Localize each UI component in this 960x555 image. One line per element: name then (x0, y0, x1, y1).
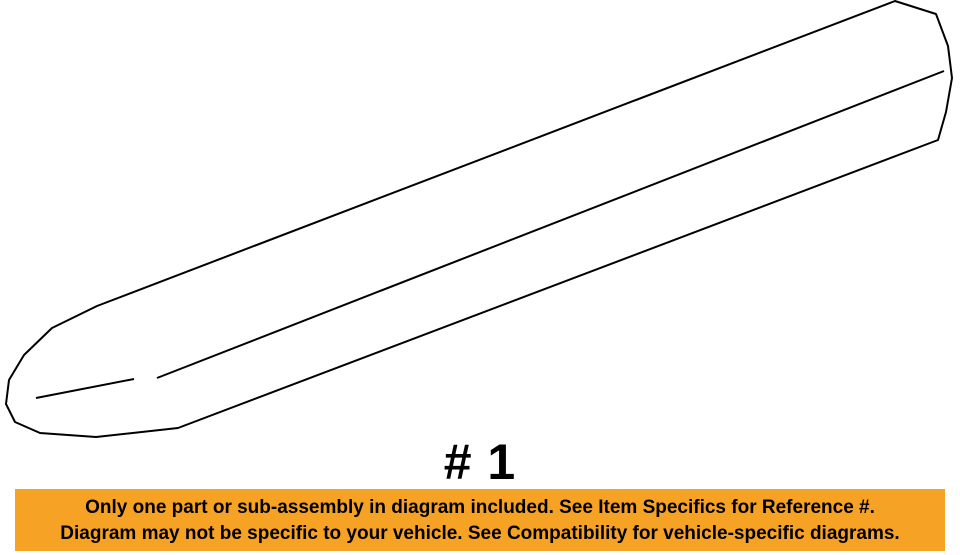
disclaimer-banner: Only one part or sub-assembly in diagram… (15, 489, 945, 551)
part-reference-number: # 1 (443, 434, 517, 490)
disclaimer-line-1: Only one part or sub-assembly in diagram… (85, 497, 875, 518)
part-inner-line (156, 70, 945, 379)
disclaimer-line-2: Diagram may not be specific to your vehi… (60, 523, 900, 544)
part-inner-line-short (35, 378, 135, 399)
part-outline (5, 0, 953, 438)
